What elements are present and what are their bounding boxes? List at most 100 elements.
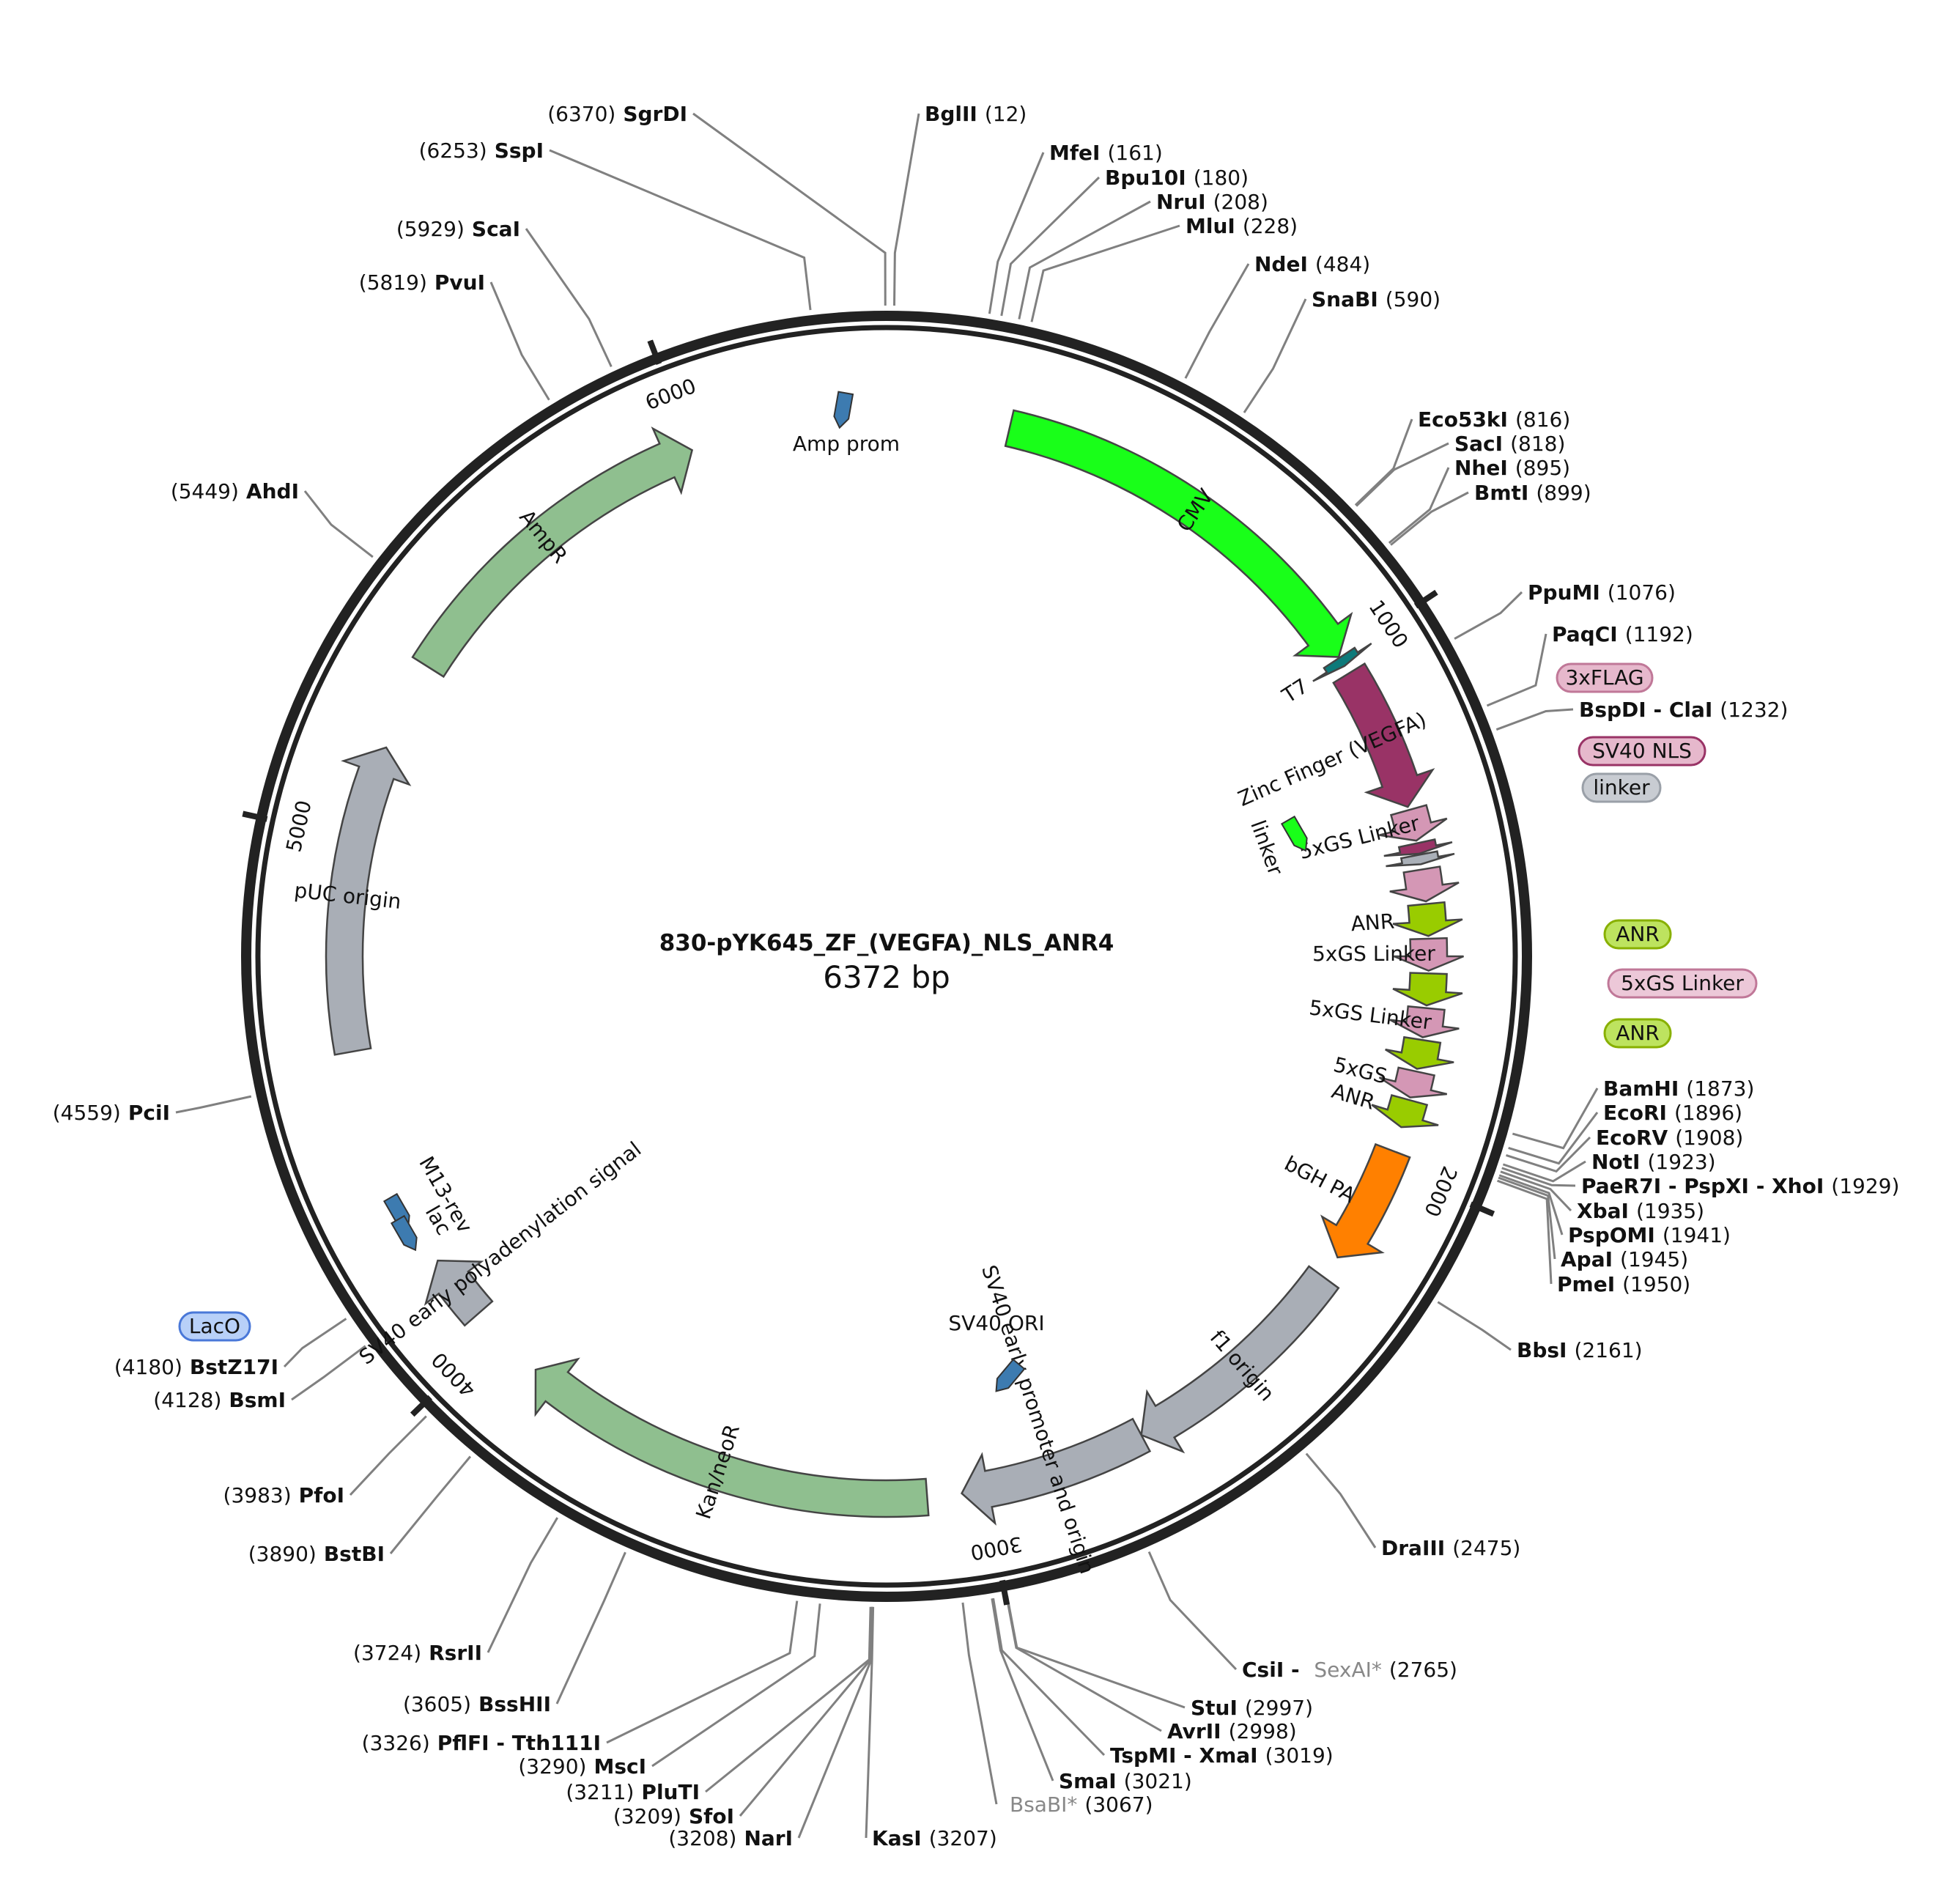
plasmid-name: 830-pYK645_ZF_(VEGFA)_NLS_ANR4 <box>659 930 1114 956</box>
site-label[interactable]: PspOMI(1941) <box>1568 1223 1731 1247</box>
feature-zinc-finger-arrow[interactable] <box>1332 662 1435 808</box>
linker-small-arrow[interactable] <box>1280 815 1312 854</box>
site-name: BstBI <box>324 1542 385 1566</box>
feature-t7-arrow[interactable] <box>1312 643 1372 682</box>
gs-linker-callout[interactable] <box>1607 968 1758 999</box>
feature-sv40-prom-arrow[interactable] <box>960 1417 1152 1526</box>
site-name: StuI <box>1191 1696 1238 1720</box>
site-label[interactable]: PaeR7I - PspXI - XhoI(1929) <box>1581 1174 1899 1198</box>
site-label[interactable]: BamHI(1873) <box>1603 1077 1754 1101</box>
site-label[interactable]: SacI(818) <box>1454 432 1565 456</box>
site-label[interactable]: NruI(208) <box>1156 190 1268 214</box>
site-label[interactable]: EcoRI(1896) <box>1603 1101 1742 1125</box>
site-label[interactable]: PpuMI(1076) <box>1528 580 1676 605</box>
feature-linker-box-arrow[interactable] <box>1386 850 1455 868</box>
site-label[interactable]: (5819)PvuI <box>359 270 485 295</box>
site-label[interactable]: (3724)RsrII <box>353 1641 482 1665</box>
laco-callout[interactable] <box>178 1311 251 1342</box>
lac-arrow[interactable] <box>390 1214 421 1254</box>
anr-b-callout[interactable] <box>1603 1018 1672 1049</box>
site-name: RsrII <box>429 1641 482 1665</box>
site-label[interactable]: MfeI(161) <box>1049 141 1163 165</box>
site-label[interactable]: BsaBI*(3067) <box>1010 1792 1153 1817</box>
feature-puc-origin-arrow[interactable] <box>325 746 412 1056</box>
site-label[interactable]: PmeI(1950) <box>1557 1272 1690 1296</box>
feature-gs-linker-2-arrow[interactable] <box>1389 865 1460 903</box>
site-label[interactable]: (3209)SfoI <box>613 1804 734 1828</box>
site-label[interactable]: BspDI - ClaI(1232) <box>1579 698 1788 722</box>
feature-gs-linker-5-arrow[interactable] <box>1378 1066 1448 1098</box>
site-label[interactable]: Eco53kI(816) <box>1418 407 1570 432</box>
site-label[interactable]: DraIII(2475) <box>1381 1536 1520 1560</box>
site-label[interactable]: (3890)BstBI <box>248 1542 385 1566</box>
feature-sv40-prom-label: SV40 early promoter and origin <box>977 1262 1100 1576</box>
site-label[interactable]: BmtI(899) <box>1474 481 1591 505</box>
site-label[interactable]: NheI(895) <box>1454 456 1570 480</box>
site-pos: (5819) <box>359 270 427 295</box>
site-name: BbsI <box>1517 1338 1567 1362</box>
site-label[interactable]: NotI(1923) <box>1591 1150 1716 1174</box>
3xflag-callout[interactable] <box>1556 662 1654 693</box>
site-name: EcoRI <box>1603 1101 1667 1125</box>
site-label[interactable]: AvrII(2998) <box>1167 1719 1297 1743</box>
site-name: PaeR7I - PspXI - XhoI <box>1581 1174 1824 1198</box>
site-label[interactable]: ApaI(1945) <box>1561 1247 1688 1271</box>
site-name: EcoRV <box>1596 1126 1668 1150</box>
site-label[interactable]: XbaI(1935) <box>1577 1199 1704 1223</box>
site-name: MfeI <box>1049 141 1100 165</box>
site-label[interactable]: (5929)ScaI <box>396 217 520 241</box>
tick-label: 2000 <box>1419 1163 1462 1220</box>
site-label[interactable]: KasI(3207) <box>872 1826 997 1850</box>
sv40-ori-arrow[interactable] <box>991 1358 1026 1396</box>
site-leader-line <box>692 112 887 306</box>
feature-bgh-pa-arrow[interactable] <box>1320 1142 1411 1259</box>
feature-cmv-arrow[interactable] <box>1004 409 1353 658</box>
site-leader-line <box>1498 1174 1564 1236</box>
site-label[interactable]: StuI(2997) <box>1191 1696 1313 1720</box>
feature-anr-4-arrow[interactable] <box>1371 1093 1439 1129</box>
feature-nls-box-arrow[interactable] <box>1383 838 1453 857</box>
feature-anr-3-arrow[interactable] <box>1385 1035 1454 1070</box>
feature-kan-neor-arrow[interactable] <box>534 1357 930 1518</box>
site-label[interactable]: (3211)PluTI <box>566 1780 700 1804</box>
site-name: BssHII <box>478 1692 551 1716</box>
site-label[interactable]: (3208)NarI <box>668 1826 793 1850</box>
feature-anr-1-label: ANR <box>1350 909 1396 936</box>
site-label[interactable]: (3326)PflFI - Tth111I <box>362 1731 601 1755</box>
site-leader-line <box>175 1095 252 1114</box>
feature-ampr-arrow[interactable] <box>411 426 694 679</box>
site-label[interactable]: CsiI - SexAI*(2765) <box>1242 1658 1457 1682</box>
site-label[interactable]: (5449)AhdI <box>171 479 299 503</box>
site-label[interactable]: (3290)MscI <box>518 1754 646 1779</box>
site-label[interactable]: NdeI(484) <box>1254 252 1370 276</box>
feature-anr-1-arrow[interactable] <box>1392 901 1463 937</box>
amp-prom-arrow[interactable] <box>832 391 854 429</box>
site-label[interactable]: BbsI(2161) <box>1517 1338 1643 1362</box>
site-leader-line <box>1437 1301 1512 1351</box>
site-label[interactable]: TspMI - XmaI(3019) <box>1110 1743 1334 1768</box>
feature-sv40-pa-arrow[interactable] <box>424 1259 494 1327</box>
site-label[interactable]: SnaBI(590) <box>1312 287 1441 311</box>
site-leader-line <box>303 490 374 558</box>
site-label[interactable]: Bpu10I(180) <box>1105 166 1249 190</box>
sv40-nls-callout[interactable] <box>1578 736 1706 767</box>
site-label[interactable]: PaqCI(1192) <box>1552 622 1693 646</box>
site-label[interactable]: EcoRV(1908) <box>1596 1126 1743 1150</box>
linker-callout[interactable] <box>1581 772 1662 803</box>
site-label[interactable]: (3983)PfoI <box>223 1483 344 1507</box>
feature-anr-2-arrow[interactable] <box>1392 972 1463 1007</box>
site-label[interactable]: SmaI(3021) <box>1059 1769 1192 1793</box>
feature-gs-linker-3-arrow[interactable] <box>1394 937 1464 972</box>
feature-gs-linker-1-arrow[interactable] <box>1379 804 1448 842</box>
site-label[interactable]: BglII(12) <box>925 102 1027 126</box>
site-label[interactable]: (6370)SgrDI <box>547 102 687 126</box>
site-label[interactable]: (3605)BssHII <box>403 1692 551 1716</box>
site-label[interactable]: (4180)BstZ17I <box>114 1355 278 1379</box>
site-label[interactable]: (6253)SspI <box>419 139 544 163</box>
site-label[interactable]: (4559)PciI <box>53 1101 170 1125</box>
anr-a-callout[interactable] <box>1603 919 1672 950</box>
site-name: SfoI <box>689 1804 734 1828</box>
feature-gs-linker-4-arrow[interactable] <box>1389 1005 1460 1038</box>
site-label[interactable]: MluI(228) <box>1186 214 1298 238</box>
site-label[interactable]: (4128)BsmI <box>153 1388 286 1412</box>
